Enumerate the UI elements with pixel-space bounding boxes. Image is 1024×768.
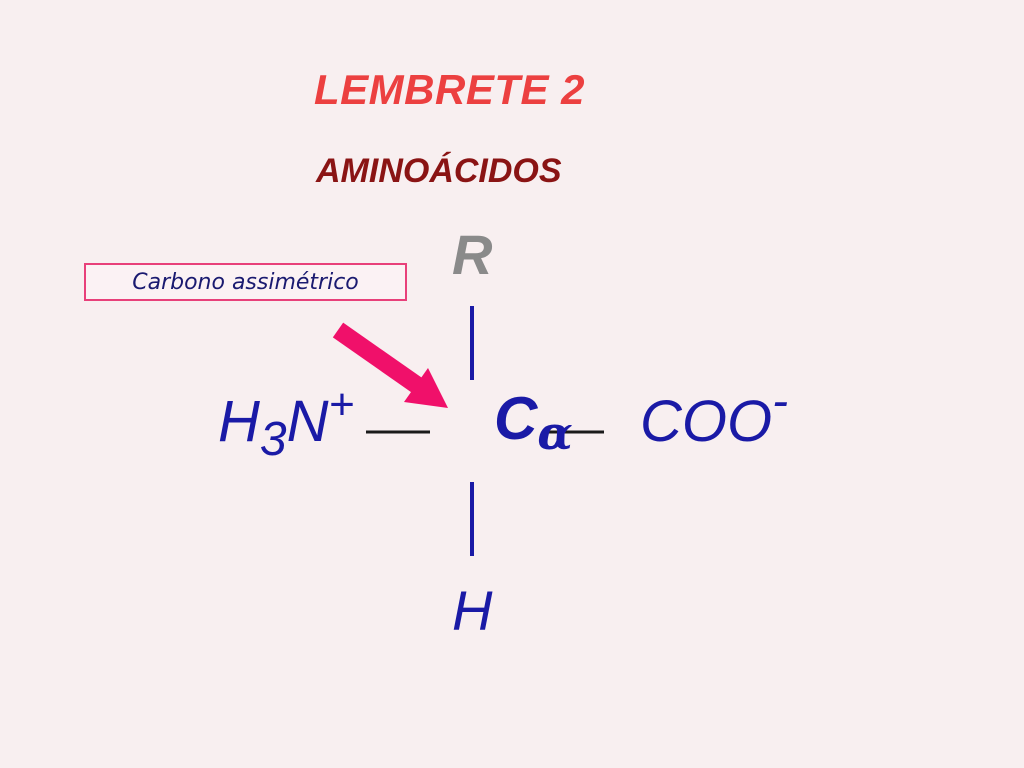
carboxyl-charge: - — [772, 375, 789, 428]
carboxyl-group: COO- — [640, 375, 788, 455]
amine-charge: + — [328, 380, 355, 429]
amine-group: H3N+ — [218, 380, 354, 466]
callout-arrow — [332, 322, 448, 408]
page-title: LEMBRETE 2 — [314, 66, 586, 113]
page-subtitle: AMINOÁCIDOS — [316, 152, 562, 190]
hydrogen-atom: H — [452, 579, 493, 642]
asymmetric-carbon-label: Carbono assimétrico — [84, 263, 407, 301]
amine-nitrogen: N — [286, 389, 329, 454]
carboxyl-atoms: COO — [640, 389, 773, 454]
amine-subscript: 3 — [259, 413, 287, 466]
amine-hydrogen: H — [218, 389, 260, 454]
alpha-carbon: Cα — [494, 384, 573, 460]
central-carbon: C — [494, 385, 538, 452]
r-group: R — [452, 223, 493, 286]
alpha-symbol: α — [537, 406, 573, 460]
